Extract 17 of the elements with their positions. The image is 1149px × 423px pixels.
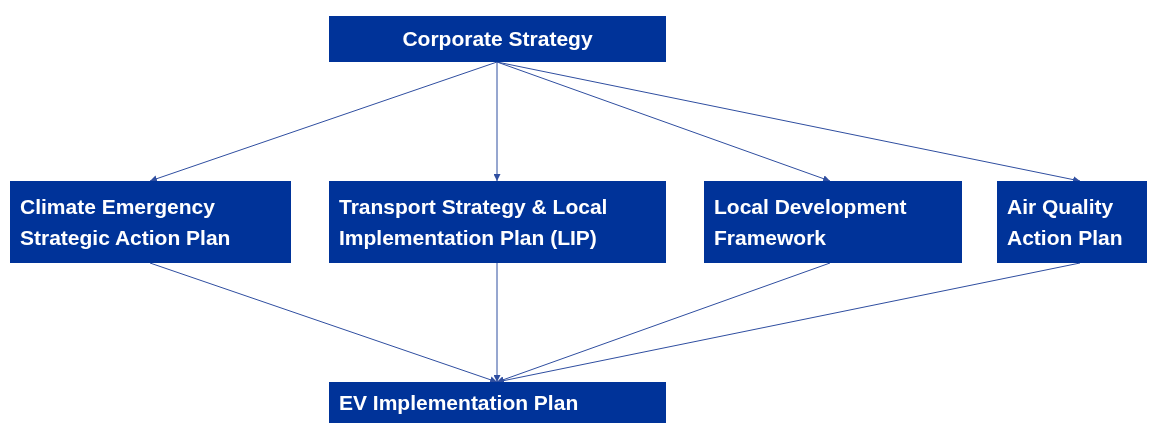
arrow (496, 262, 831, 383)
box-label: Air Quality Action Plan (1007, 193, 1124, 251)
plan-box (704, 181, 962, 263)
plan-box (329, 181, 666, 263)
plan-box (329, 16, 666, 62)
box-label: Corporate Strategy (402, 26, 593, 53)
box-label: Transport Strategy & Local Implementation Plan (LIP) (339, 193, 609, 251)
arrow (149, 61, 498, 183)
plan-box (997, 181, 1147, 263)
box-label: EV Implementation Plan (339, 389, 579, 416)
box-label: Climate Emergency Strategic Action Plan (20, 193, 232, 251)
box-label: Local Development Framework (714, 193, 908, 251)
plan-box (329, 382, 666, 423)
arrow (149, 262, 498, 384)
plan-box (10, 181, 291, 263)
arrow (493, 262, 501, 383)
arrow (493, 61, 501, 182)
